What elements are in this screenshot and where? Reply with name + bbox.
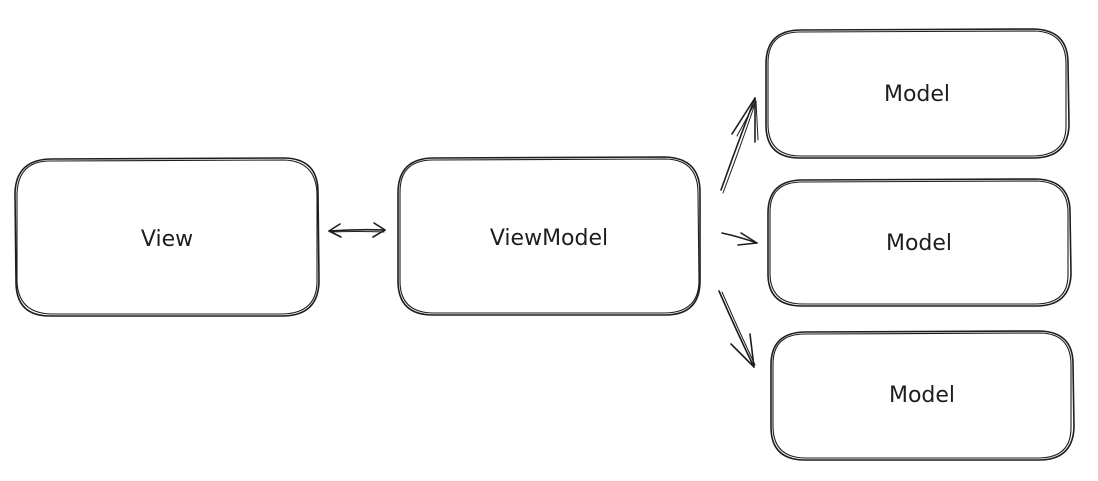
edge-viewmodel-model2 — [721, 232, 758, 246]
edge-viewmodel-model1 — [720, 97, 759, 194]
model-label-2: Model — [886, 231, 952, 256]
viewmodel-node — [397, 156, 701, 316]
edge-view-viewmodel — [328, 222, 386, 238]
model-node-3 — [770, 330, 1075, 461]
view-label: View — [141, 227, 193, 252]
model-node-2 — [767, 178, 1072, 307]
model-node-1 — [765, 28, 1070, 159]
edge-viewmodel-model3 — [718, 290, 756, 368]
view-node — [14, 157, 320, 317]
model-label-3: Model — [889, 383, 955, 408]
model-label-1: Model — [884, 82, 950, 107]
viewmodel-label: ViewModel — [490, 226, 608, 251]
